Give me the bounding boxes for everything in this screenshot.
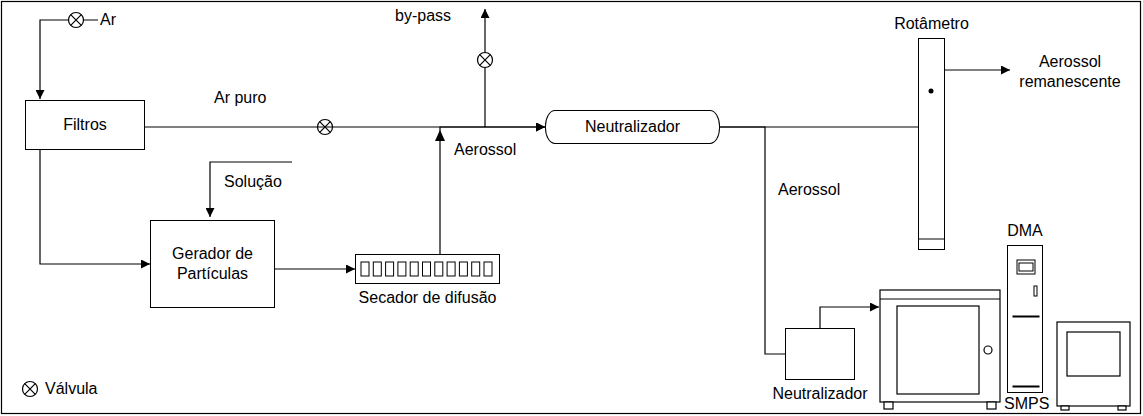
device-label: Rotâmetro — [894, 15, 969, 33]
node-label: Neutralizador — [585, 117, 680, 137]
neutralizer-cylinder: Neutralizador — [545, 110, 720, 144]
rotameter: Rotâmetro — [918, 38, 945, 250]
particle-generator-box: Gerador de Partículas — [150, 220, 275, 308]
edge-label: Aerossol — [452, 140, 518, 160]
legend-valve-symbol — [23, 382, 38, 397]
edge-label: Ar puro — [212, 88, 268, 108]
solution-label: Solução — [224, 172, 282, 192]
bypass-label: by-pass — [395, 6, 451, 26]
outlet-line — [945, 69, 1010, 70]
device-label: Secador de difusão — [359, 289, 497, 307]
legend-text: Válvula — [45, 380, 97, 397]
legend-entry: Válvula — [45, 379, 97, 399]
flow-connector — [720, 127, 785, 354]
cabinet-instrument — [880, 290, 1000, 409]
valve-symbol — [69, 13, 84, 28]
system-label: SMPS — [1004, 394, 1049, 414]
node-label: Gerador de Partículas — [151, 244, 274, 284]
flow-connector — [40, 150, 150, 264]
device-label: DMA — [1007, 222, 1043, 240]
outlet-label: Aerossol remanescente — [1014, 52, 1126, 92]
node-label: Filtros — [63, 115, 107, 135]
valve-symbol — [478, 53, 493, 68]
dma-column: DMA — [1007, 245, 1043, 393]
edge-label: Aerossol — [776, 180, 842, 200]
device-label: Neutralizador — [772, 385, 867, 403]
electrometer-instrument — [1057, 322, 1130, 410]
filter-box: Filtros — [25, 100, 145, 150]
sample-line — [820, 307, 879, 328]
air-inlet-line — [40, 20, 98, 99]
neutralizer-box: Neutralizador — [785, 328, 855, 380]
diffusion-dryer: Secador de difusão — [355, 254, 500, 284]
solution-line — [210, 162, 292, 217]
diffusion-dryer-detail — [356, 255, 499, 283]
rotameter-detail — [919, 39, 944, 249]
flow-connector — [275, 268, 355, 269]
inlet-label: Ar — [100, 10, 116, 30]
dma-column-detail — [1008, 246, 1042, 392]
flow-connector — [440, 127, 545, 254]
